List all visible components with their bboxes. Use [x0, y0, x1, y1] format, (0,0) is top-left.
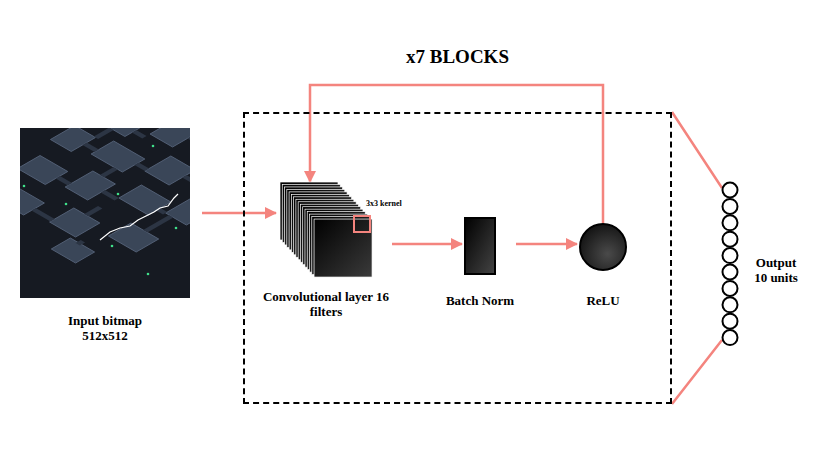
output-unit — [723, 265, 738, 280]
output-unit — [723, 314, 738, 329]
batch-norm-shape — [464, 217, 496, 275]
conv-layer-shape — [280, 182, 372, 277]
output-unit — [723, 281, 738, 296]
batch-norm: Batch Norm — [464, 217, 496, 275]
output-layer-shape — [718, 180, 742, 348]
batchnorm-label: Batch Norm — [446, 294, 514, 309]
filter-map — [314, 219, 372, 277]
output-layer: Output 10 units — [718, 180, 742, 348]
relu-unit: ReLU — [579, 223, 627, 271]
output-unit — [723, 215, 738, 230]
input-label: Input bitmap 512x512 — [55, 314, 155, 344]
block-frame: x7 BLOCKSConvolutional layer 16 filters3… — [243, 112, 672, 404]
output-label: Output 10 units — [750, 256, 802, 286]
output-unit — [723, 297, 738, 312]
output-unit — [723, 232, 738, 247]
output-unit — [723, 183, 738, 198]
output-unit — [723, 330, 738, 345]
conv-label: Convolutional layer 16 filters — [256, 290, 396, 320]
flow-arrow — [202, 212, 276, 215]
conv-layer: Convolutional layer 16 filters3x3 kernel — [280, 182, 372, 277]
fan-line — [672, 112, 722, 404]
norm-bar — [465, 218, 495, 274]
path-trace — [100, 194, 178, 240]
flow-arrow — [392, 243, 462, 246]
output-unit — [723, 199, 738, 214]
map-ground — [20, 128, 190, 298]
repeat-heading: x7 BLOCKS — [406, 46, 509, 68]
input-bitmap: Input bitmap 512x512 — [20, 128, 190, 298]
map-bitmap — [20, 128, 190, 298]
relu-circle — [580, 224, 626, 270]
output-unit — [723, 248, 738, 263]
kernel-square — [354, 216, 370, 232]
map-rooms — [20, 128, 190, 292]
flow-arrow — [516, 243, 577, 246]
kernel-label: 3x3 kernel — [366, 199, 402, 208]
relu-label: ReLU — [586, 294, 619, 309]
relu-unit-shape — [579, 223, 627, 271]
goal-dots — [23, 145, 178, 276]
